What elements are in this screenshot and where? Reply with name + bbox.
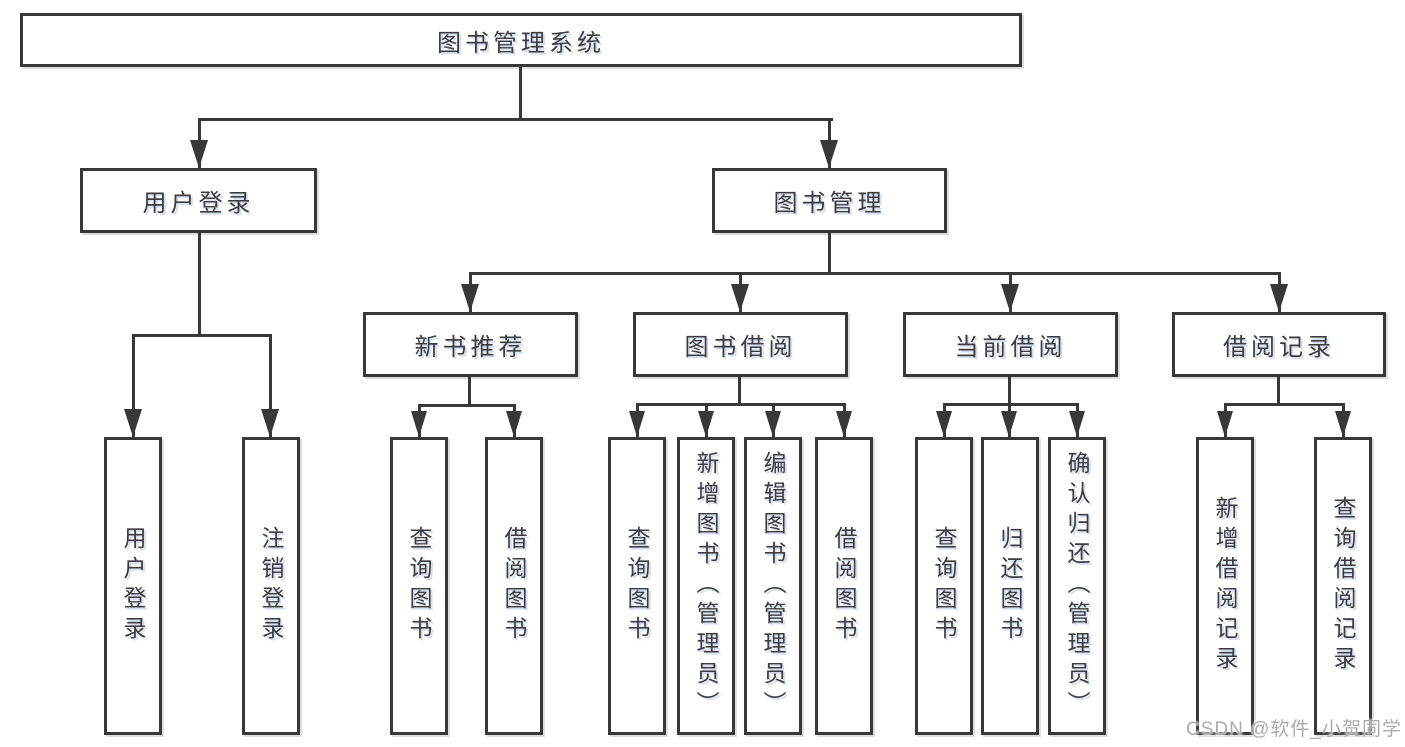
node-user-login: 用户登录 (104, 437, 162, 735)
node-borrow-records: 借阅记录 (1172, 312, 1386, 377)
arrowhead-user-login-group (190, 140, 208, 168)
arrowhead-br-add (1217, 411, 1233, 437)
connector-cb-stem (1008, 377, 1011, 406)
connector-level3-bar (469, 272, 1281, 275)
node-cb-confirm-return: 确认归还（管理员） (1048, 437, 1106, 735)
node-bb-borrow-books: 借阅图书 (815, 437, 873, 735)
connector-root-stem (519, 67, 522, 121)
connector-nbr-bar (418, 404, 516, 407)
connector-br-stem (1277, 377, 1280, 406)
node-nbr-borrow-books: 借阅图书 (485, 437, 543, 735)
node-bb-edit-books: 编辑图书（管理员） (744, 437, 802, 735)
node-root-label: 图书管理系统 (437, 29, 605, 57)
node-bb-borrow-books-label: 借阅图书 (831, 526, 857, 646)
arrowhead-nbr-borrow (506, 411, 522, 437)
node-book-mgmt-group-label: 图书管理 (773, 190, 886, 217)
arrowhead-book-borrow (731, 284, 749, 312)
node-cb-confirm-return-label: 确认归还（管理员） (1064, 451, 1090, 721)
node-bb-query-books: 查询图书 (608, 437, 666, 735)
connector-drop-logout (269, 334, 272, 437)
node-bb-add-books: 新增图书（管理员） (677, 437, 735, 735)
arrowhead-bb-borrow (836, 411, 852, 437)
node-book-mgmt-group: 图书管理 (712, 168, 947, 233)
node-logout-label: 注销登录 (258, 526, 284, 646)
connector-drop-user-login (132, 334, 135, 437)
node-nbr-borrow-books-label: 借阅图书 (501, 526, 527, 646)
node-book-borrow-label: 图书借阅 (684, 334, 797, 361)
node-logout: 注销登录 (242, 437, 300, 735)
node-br-add-record-label: 新增借阅记录 (1212, 496, 1238, 676)
connector-bb-stem (738, 377, 741, 406)
arrowhead-bb-add (698, 411, 714, 437)
node-user-login-label: 用户登录 (120, 526, 146, 646)
node-cb-return-books: 归还图书 (981, 437, 1039, 735)
arrowhead-current-borrow (1001, 284, 1019, 312)
node-cb-query-books: 查询图书 (915, 437, 973, 735)
arrowhead-bb-edit (765, 411, 781, 437)
arrowhead-br-query (1335, 411, 1351, 437)
connector-cb-bar (943, 403, 1079, 406)
arrowhead-cb-confirm (1069, 411, 1085, 437)
connector-nbr-stem (468, 377, 471, 407)
arrowhead-book-mgmt-group (820, 140, 838, 168)
arrowhead-borrow-records (1270, 284, 1288, 312)
node-br-query-record-label: 查询借阅记录 (1330, 496, 1356, 676)
arrowhead-user-login (124, 409, 142, 437)
node-cb-return-books-label: 归还图书 (997, 526, 1023, 646)
node-borrow-records-label: 借阅记录 (1223, 334, 1335, 361)
node-br-query-record: 查询借阅记录 (1314, 437, 1372, 735)
connector-book-mgmt-stem (828, 233, 831, 275)
node-bb-edit-books-label: 编辑图书（管理员） (760, 451, 786, 721)
arrowhead-bb-query (629, 411, 645, 437)
arrowhead-nbr-query (411, 411, 427, 437)
node-user-login-group-label: 用户登录 (142, 190, 255, 217)
arrowhead-cb-query (936, 411, 952, 437)
node-user-login-group: 用户登录 (80, 168, 317, 233)
node-root: 图书管理系统 (20, 13, 1022, 67)
node-new-book-rec: 新书推荐 (363, 312, 578, 377)
node-cb-query-books-label: 查询图书 (931, 526, 957, 646)
connector-bb-bar (636, 403, 846, 406)
connector-level1-bar (198, 118, 833, 121)
arrowhead-new-book-rec (461, 284, 479, 312)
node-br-add-record: 新增借阅记录 (1196, 437, 1254, 735)
connector-user-login-bar (132, 334, 272, 337)
arrowhead-logout (261, 409, 279, 437)
node-book-borrow: 图书借阅 (633, 312, 848, 377)
node-current-borrow: 当前借阅 (903, 312, 1118, 377)
arrowhead-cb-return (1001, 411, 1017, 437)
node-bb-add-books-label: 新增图书（管理员） (693, 451, 719, 721)
csdn-watermark: CSDN @软件_小贺同学 (1186, 719, 1402, 740)
node-bb-query-books-label: 查询图书 (624, 526, 650, 646)
node-current-borrow-label: 当前借阅 (954, 334, 1067, 361)
node-nbr-query-books-label: 查询图书 (406, 526, 432, 646)
connector-br-bar (1224, 403, 1345, 406)
connector-user-login-stem (198, 233, 201, 337)
node-nbr-query-books: 查询图书 (390, 437, 448, 735)
node-new-book-rec-label: 新书推荐 (414, 334, 527, 361)
